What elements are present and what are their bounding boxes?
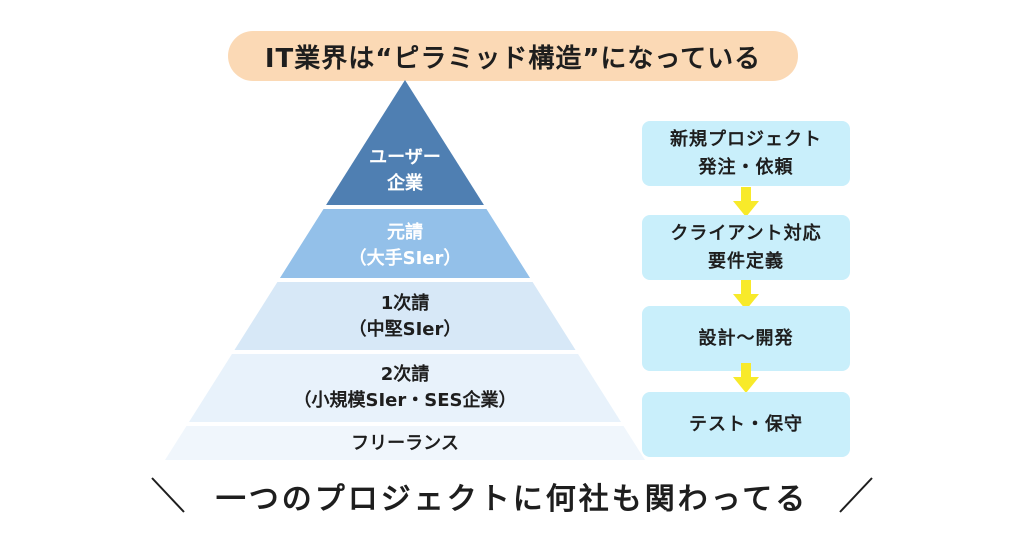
pyramid-tier-prime-contractor — [279, 209, 531, 278]
right-slash-decoration — [839, 477, 873, 513]
flow-step-requirements: クライアント対応 要件定義 — [642, 215, 850, 280]
tier-first-line-1: 1次請 — [380, 293, 430, 314]
tier-user-line-2: 企業 — [386, 173, 423, 195]
tier-label-user: ユーザー 企業 — [369, 145, 441, 197]
flow-step-requirements-line-1: クライアント対応 — [670, 222, 822, 244]
arrow-down-icon — [733, 280, 759, 310]
tier-prime-line-1: 元請 — [387, 222, 423, 243]
flow-step-testing: テスト・保守 — [642, 392, 850, 457]
tier-label-prime-contractor: 元請 （大手SIer） — [349, 220, 462, 272]
title-text: IT業界は“ピラミッド構造”になっている — [264, 43, 762, 74]
arrow-down-icon — [733, 363, 759, 393]
tier-first-line-2: （中堅SIer） — [348, 319, 462, 341]
flow-step-order-line-2: 発注・依頼 — [698, 156, 794, 178]
left-slash-decoration — [151, 477, 185, 513]
tier-label-first-subcontractor: 1次請 （中堅SIer） — [349, 291, 462, 343]
pyramid-tier-second-subcontractor — [189, 354, 621, 422]
flow-step-development: 設計〜開発 — [642, 306, 850, 371]
footer-text: 一つのプロジェクトに何社も関わってる — [215, 482, 809, 517]
flow-step-order: 新規プロジェクト 発注・依頼 — [642, 121, 850, 186]
pyramid-tier-freelance — [165, 426, 645, 460]
pyramid-tier-first-subcontractor — [234, 282, 576, 350]
flow-step-requirements-line-2: 要件定義 — [708, 250, 784, 272]
flow-step-development-line-1: 設計〜開発 — [698, 327, 794, 349]
tier-second-line-1: 2次請 — [380, 364, 430, 385]
tier-label-second-subcontractor: 2次請 （小規模SIer・SES企業） — [294, 362, 517, 414]
arrow-down-icon — [733, 187, 759, 217]
tier-freelance-line-1: フリーランス — [351, 433, 459, 454]
title-banner: IT業界は“ピラミッド構造”になっている — [228, 31, 798, 81]
footer-caption: 一つのプロジェクトに何社も関わってる — [150, 472, 874, 520]
flow-step-order-line-1: 新規プロジェクト — [670, 128, 822, 150]
tier-second-line-2: （小規模SIer・SES企業） — [293, 390, 517, 412]
tier-user-line-1: ユーザー — [369, 147, 441, 168]
tier-label-freelance: フリーランス — [351, 431, 459, 457]
tier-prime-line-2: （大手SIer） — [348, 248, 462, 270]
flow-step-testing-line-1: テスト・保守 — [689, 413, 803, 435]
pyramid-tier-user — [326, 80, 484, 205]
